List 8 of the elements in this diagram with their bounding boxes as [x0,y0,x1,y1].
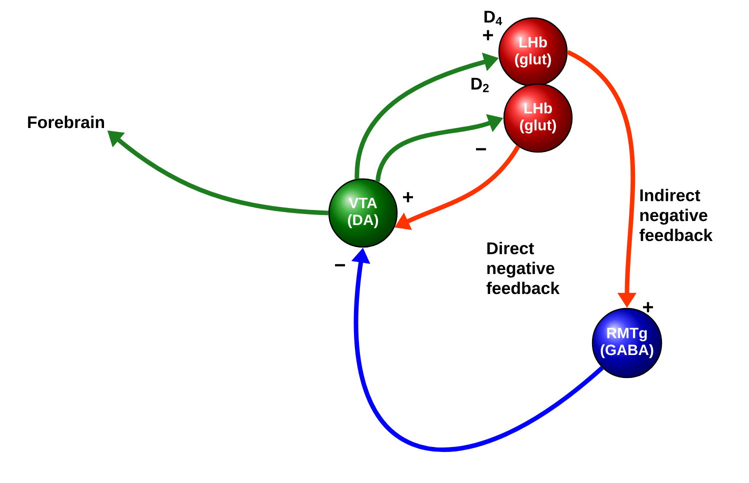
sign-label: + [483,30,494,40]
sign-label: + [403,192,414,202]
annotation-text: Direct negative feedback [486,242,560,294]
sign-label: − [476,148,486,150]
receptor-label: D$_{2}$ [471,78,489,92]
region-label: Forebrain [28,116,104,128]
annotation-text: Indirect negative feedback [640,188,713,242]
sign-label: − [335,264,345,266]
